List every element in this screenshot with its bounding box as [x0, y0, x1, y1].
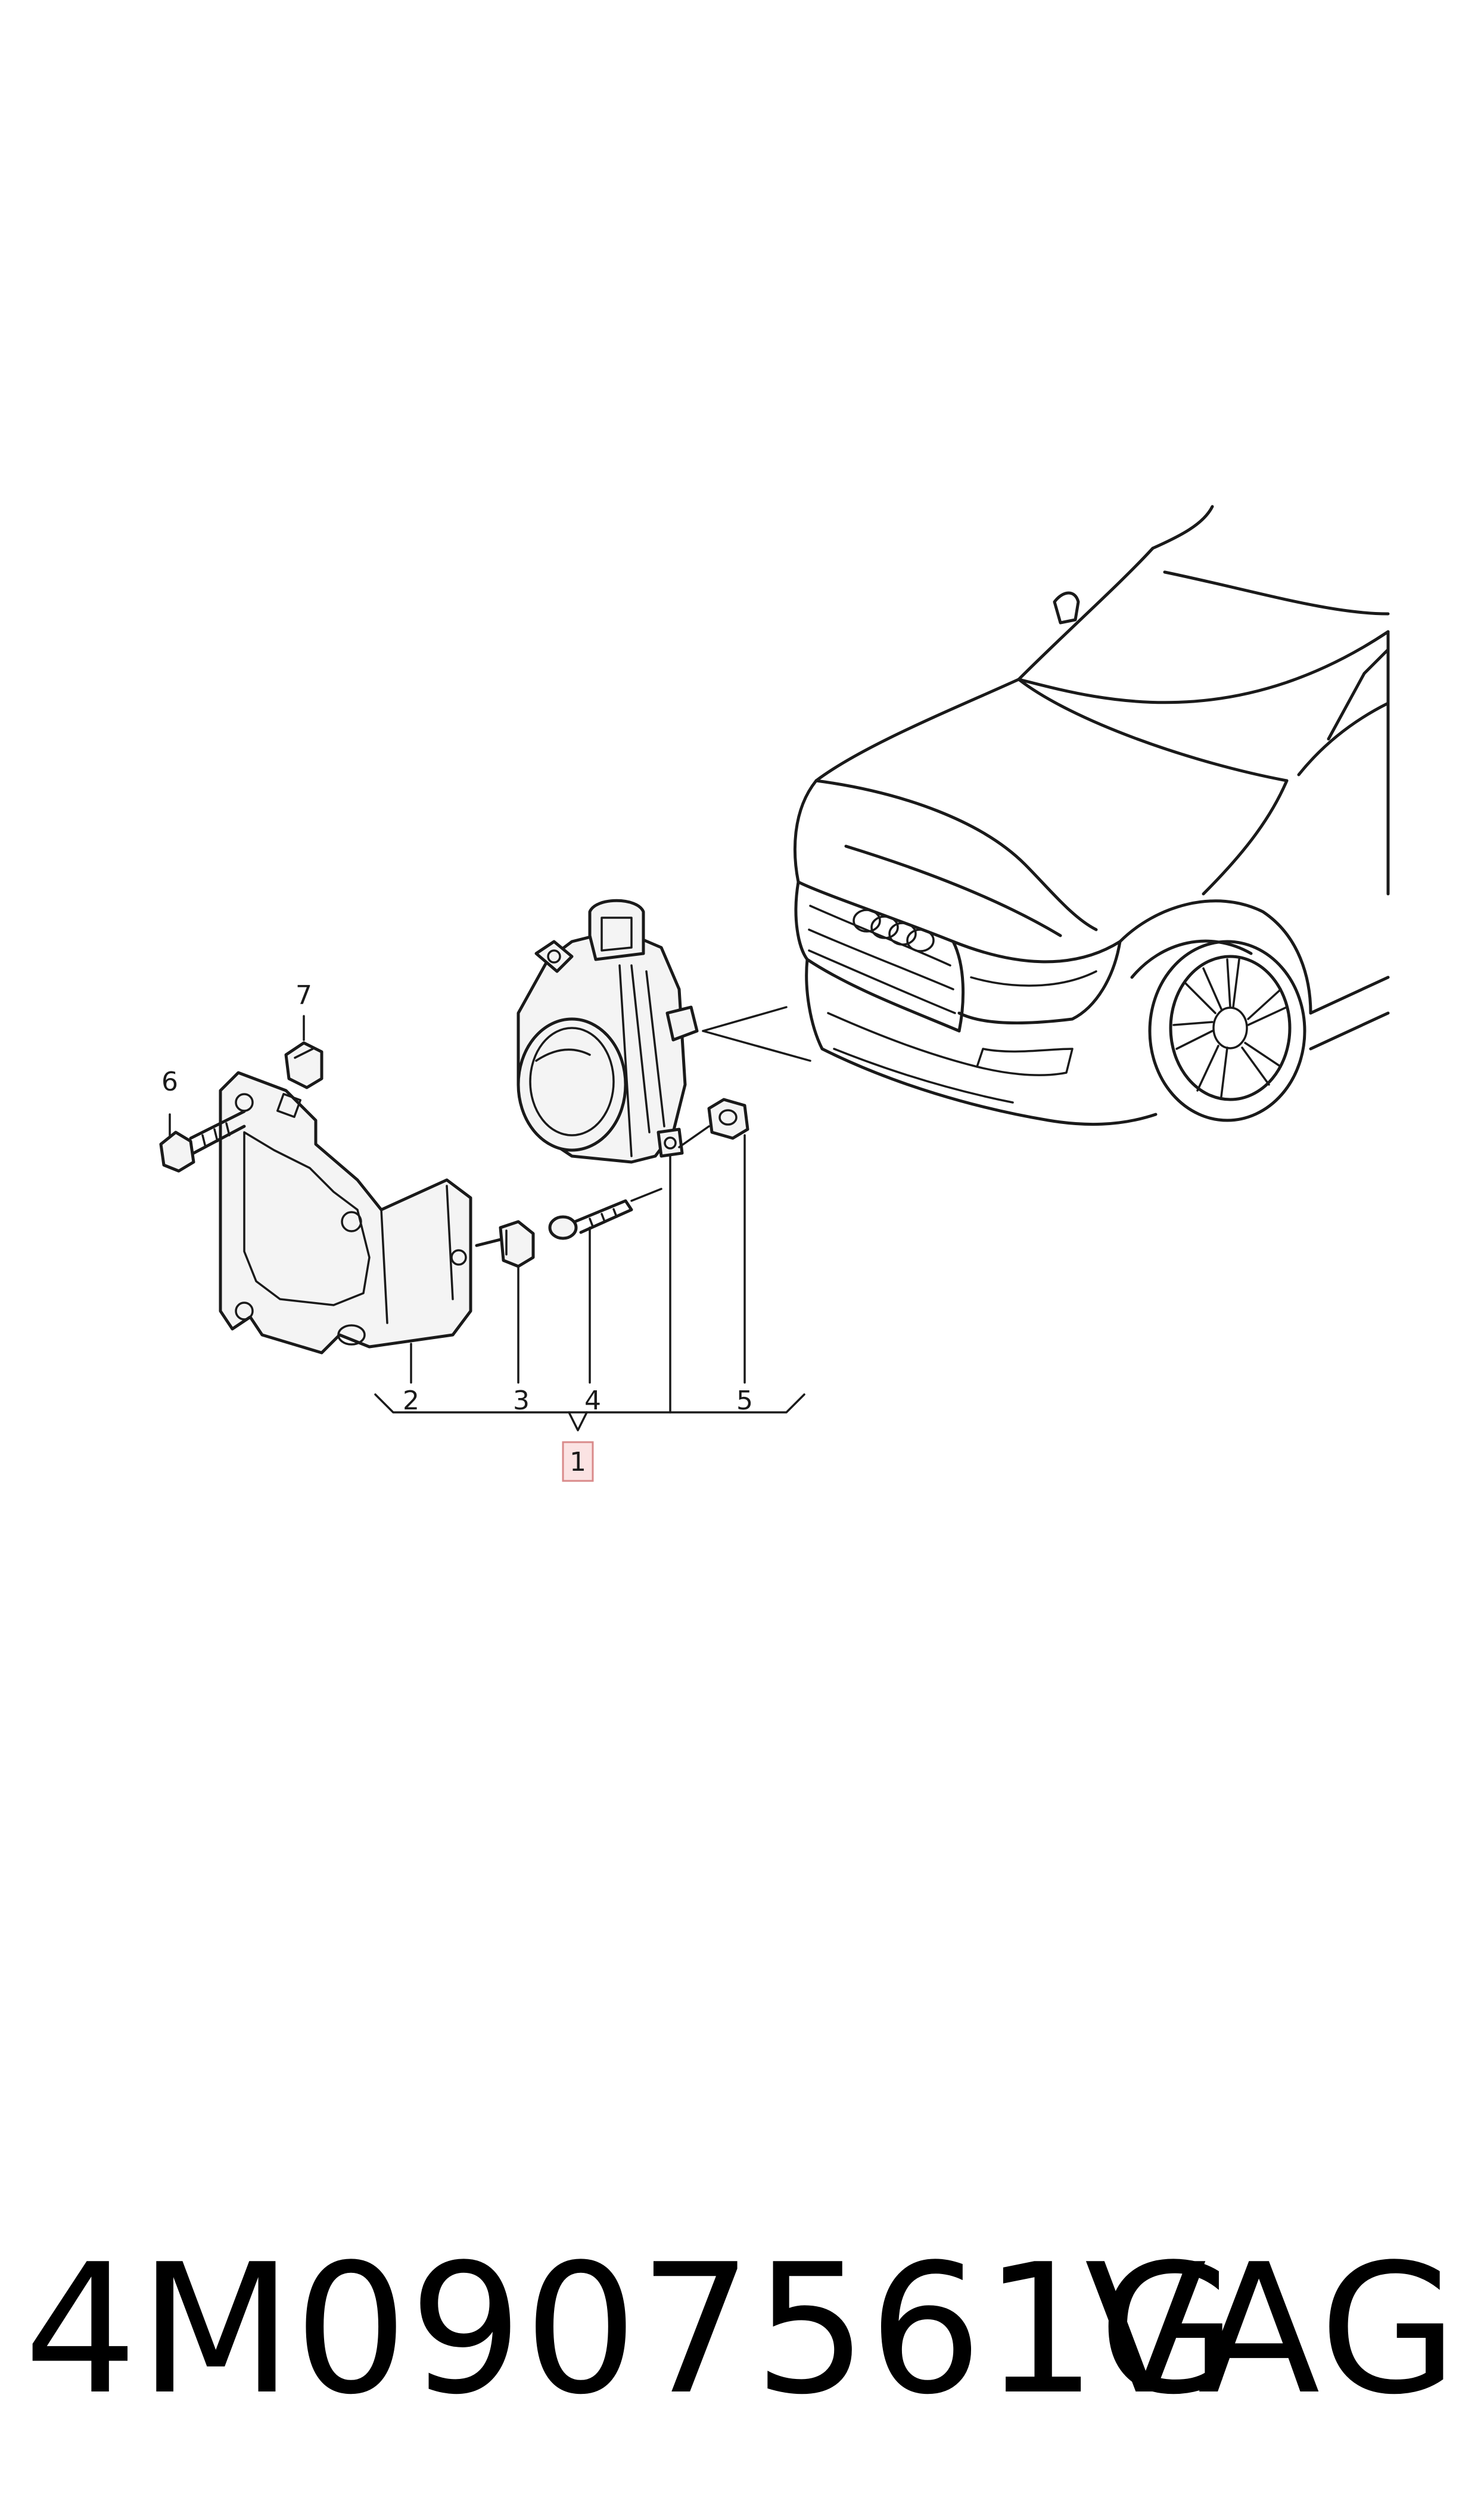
callout-box-highlight	[562, 1441, 594, 1482]
callout-7[interactable]: 7	[295, 980, 312, 1011]
callout-6[interactable]: 6	[161, 1067, 178, 1097]
callout-4[interactable]: 4	[584, 1386, 601, 1416]
callout-1[interactable]: 1	[570, 1447, 586, 1477]
clip-nut-illustration	[284, 1041, 323, 1089]
callout-5[interactable]: 5	[736, 1386, 753, 1416]
part-number: 4M0907561G	[24, 2226, 1239, 2434]
callout-3[interactable]: 3	[513, 1386, 530, 1416]
leader-lines	[169, 1015, 805, 1431]
callout-2[interactable]: 2	[403, 1386, 419, 1416]
callout-labels: 1 2 3 4 5 6 7	[161, 980, 753, 1482]
mounting-bracket-illustration	[219, 1071, 472, 1355]
adjusting-screw-illustration	[548, 1188, 662, 1240]
grommet-illustration	[475, 1220, 535, 1268]
retainer-illustration	[678, 1098, 749, 1148]
radar-sensor-illustration	[517, 899, 699, 1164]
vehicle-illustration	[702, 505, 1390, 1126]
screw-illustration	[159, 1110, 246, 1173]
brand-label: VAG	[1084, 2226, 1460, 2434]
